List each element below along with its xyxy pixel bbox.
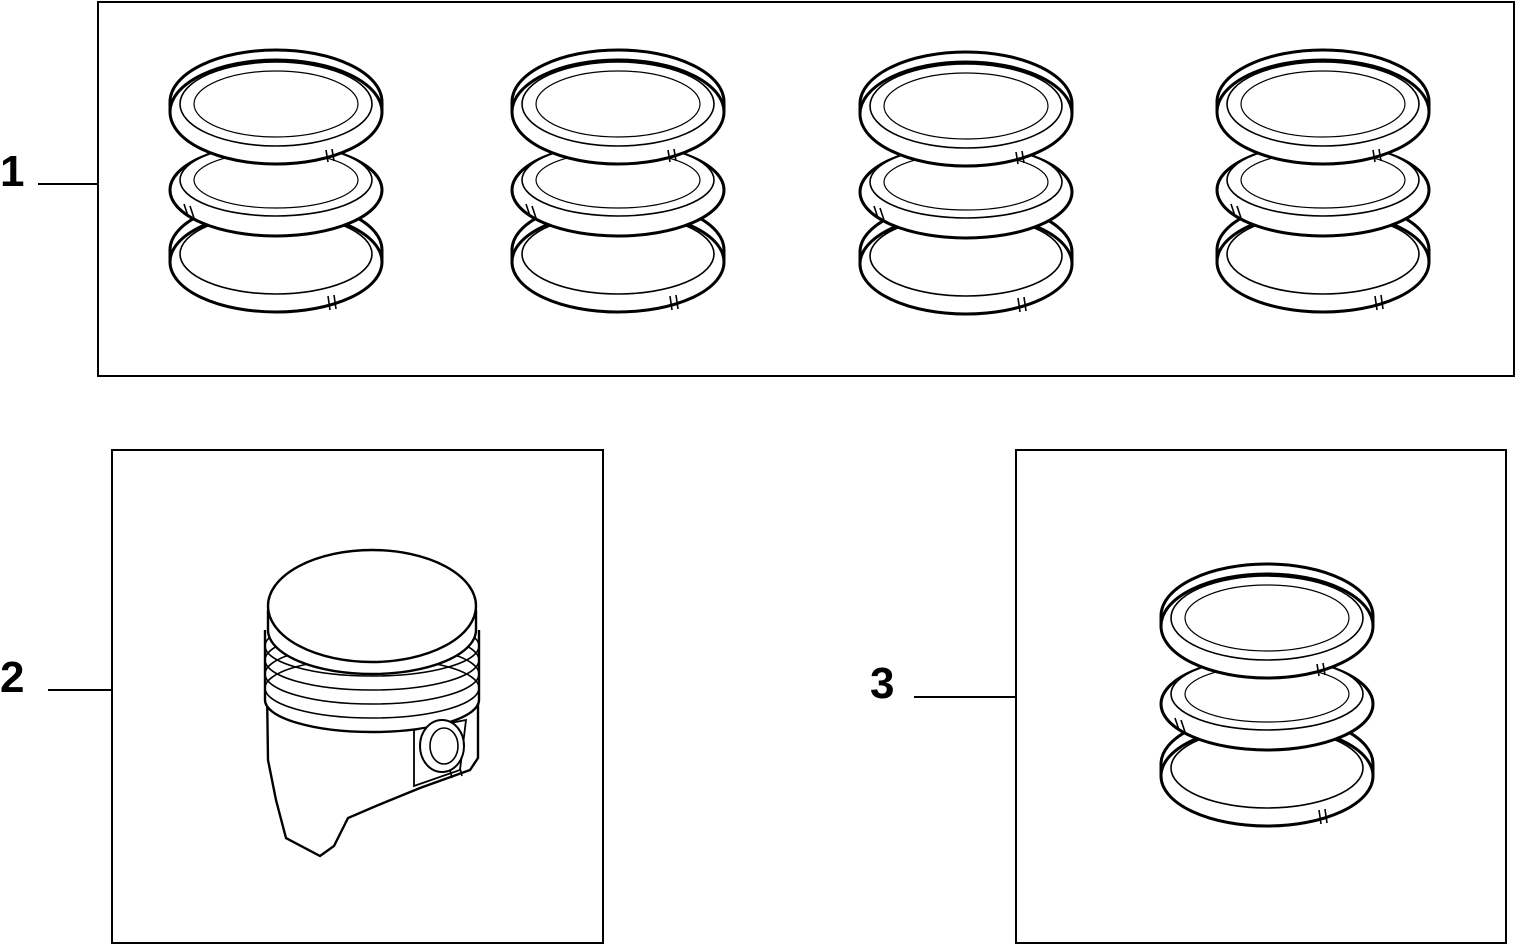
ring-stack-5 — [1159, 562, 1375, 828]
ring-stack-1 — [168, 48, 384, 314]
callout-1: 1 — [0, 147, 25, 196]
ring-stack-3 — [858, 50, 1074, 316]
piston — [263, 548, 481, 858]
callout-2: 2 — [0, 653, 25, 702]
ring-stack-4 — [1215, 48, 1431, 314]
ring-stack-2 — [510, 48, 726, 314]
callout-3: 3 — [870, 659, 895, 708]
